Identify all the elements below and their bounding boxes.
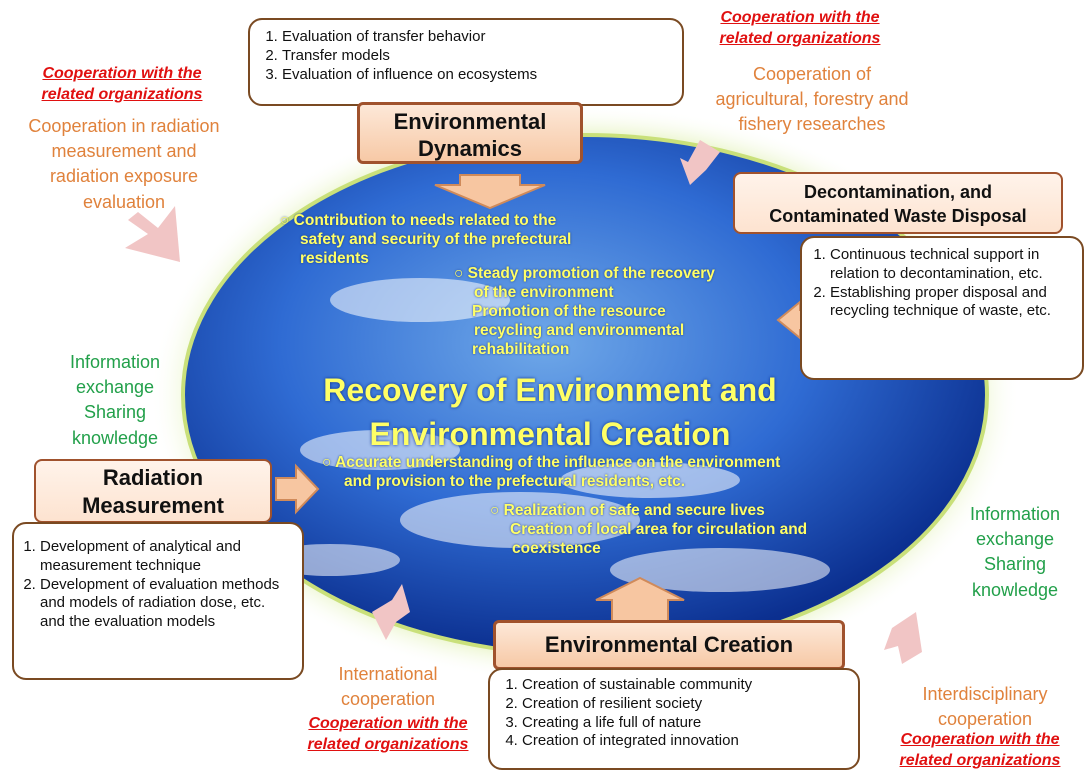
coop-line: related organizations [899,751,1061,769]
label-agricultural-cooperation: Cooperation of agricultural, forestry an… [680,62,944,138]
coop-line: related organizations [307,735,469,753]
list-item: Continuous technical support in relation… [830,246,1074,284]
list-item: Creation of resilient society [522,695,848,714]
env-creation-items-box: Creation of sustainable community Creati… [488,668,860,770]
bullet-line: coexistence [512,539,601,557]
bullet-line: ○ Accurate understanding of the influenc… [322,454,781,471]
pink-arrows [125,140,922,664]
coop-line: Cooperation with the [720,9,880,26]
coop-label-top-left: Cooperation with the related organizatio… [22,64,222,106]
env-dynamics-items-box: Evaluation of transfer behavior Transfer… [248,18,684,106]
radiation-items-box: Development of analytical and measuremen… [12,522,304,680]
label-line: Interdisciplinary [922,684,1048,704]
bullet-line: of the environment [474,283,614,301]
radiation-heading: Radiation Measurement [34,459,272,523]
list-item: Creation of integrated innovation [522,732,848,751]
list-item: Creating a life full of nature [522,714,848,733]
label-line: radiation exposure [49,166,199,187]
list-item: Establishing proper disposal and recycli… [830,284,1074,322]
bullet-line: safety and security of the prefectural [300,230,572,248]
coop-line: Cooperation with the [42,65,202,82]
heading-line: Measurement [82,493,224,518]
coop-label-bottom-right: Cooperation with the related organizatio… [880,730,1080,772]
list-item: Evaluation of transfer behavior [282,28,672,47]
heading-line: Environmental Creation [544,632,794,657]
label-line: cooperation [937,709,1033,730]
list-item: Development of analytical and measuremen… [40,538,292,576]
arrow-right-left [275,463,320,515]
bullet-line: recycling and environmental [474,321,685,339]
label-info-exchange-right: Information exchange Sharing knowledge [950,502,1080,603]
center-bullet-3: ○ Accurate understanding of the influenc… [322,454,882,492]
label-line: knowledge [971,579,1059,600]
label-info-exchange-left: Information exchange Sharing knowledge [40,350,190,451]
coop-line: Cooperation with the [900,731,1060,748]
heading-line: Decontamination, and [803,182,992,202]
label-international-cooperation: International cooperation [308,662,468,712]
label-line: exchange [975,529,1055,550]
label-line: Information [69,352,161,372]
coop-line: related organizations [41,85,203,103]
heading-line: Dynamics [418,136,522,161]
decontamination-heading: Decontamination, and Contaminated Waste … [733,172,1063,234]
label-interdisciplinary-cooperation: Interdisciplinary cooperation [890,682,1080,732]
bullet-line: ○ Realization of safe and secure lives [490,502,765,519]
label-line: agricultural, forestry and [715,89,909,110]
center-bullet-1: ○ Contribution to needs related to the s… [280,212,640,269]
label-line: knowledge [71,427,159,448]
decontamination-items-box: Continuous technical support in relation… [800,236,1084,380]
label-line: Cooperation of [752,64,872,84]
env-creation-heading: Environmental Creation [493,620,845,670]
label-line: Information [969,504,1061,524]
label-line: Sharing [983,554,1047,575]
label-line: exchange [75,377,155,398]
list-item: Transfer models [282,47,672,66]
bullet-line: Promotion of the resource [472,302,666,320]
label-line: International [338,664,438,684]
coop-line: Cooperation with the [308,715,468,732]
coop-label-top-right: Cooperation with the related organizatio… [700,8,900,50]
bullet-line: Creation of local area for circulation a… [510,520,808,538]
bullet-line: ○ Steady promotion of the recovery [454,265,715,282]
label-radiation-cooperation: Cooperation in radiation measurement and… [2,114,246,215]
label-line: Sharing [83,402,147,423]
coop-line: related organizations [719,29,881,47]
label-line: cooperation [340,689,436,710]
bullet-line: and provision to the prefectural residen… [344,472,686,490]
arrow-down-top [434,174,546,210]
arrow-up-bottom [595,576,685,623]
label-line: fishery researches [738,114,886,135]
coop-label-bottom-left: Cooperation with the related organizatio… [288,714,488,756]
center-title-line: Recovery of Environment and [323,372,777,408]
label-line: evaluation [82,191,166,212]
bullet-line: ○ Contribution to needs related to the [280,212,557,229]
list-item: Development of evaluation methods and mo… [40,576,292,632]
bullet-line: rehabilitation [472,340,570,358]
center-bullet-4: ○ Realization of safe and secure lives C… [490,502,870,559]
label-line: measurement and [51,141,197,162]
list-item: Evaluation of influence on ecosystems [282,66,672,85]
label-line: Cooperation in radiation [28,116,220,136]
list-item: Creation of sustainable community [522,676,848,695]
heading-line: Radiation [102,465,204,490]
env-dynamics-heading: Environmental Dynamics [357,102,583,164]
heading-line: Contaminated Waste Disposal [769,206,1027,226]
heading-line: Environmental [393,109,547,134]
center-title: Recovery of Environment and Environmenta… [270,368,830,456]
bullet-line: residents [300,249,369,267]
center-bullet-2: ○ Steady promotion of the recovery of th… [454,265,794,360]
center-title-line: Environmental Creation [369,416,731,452]
